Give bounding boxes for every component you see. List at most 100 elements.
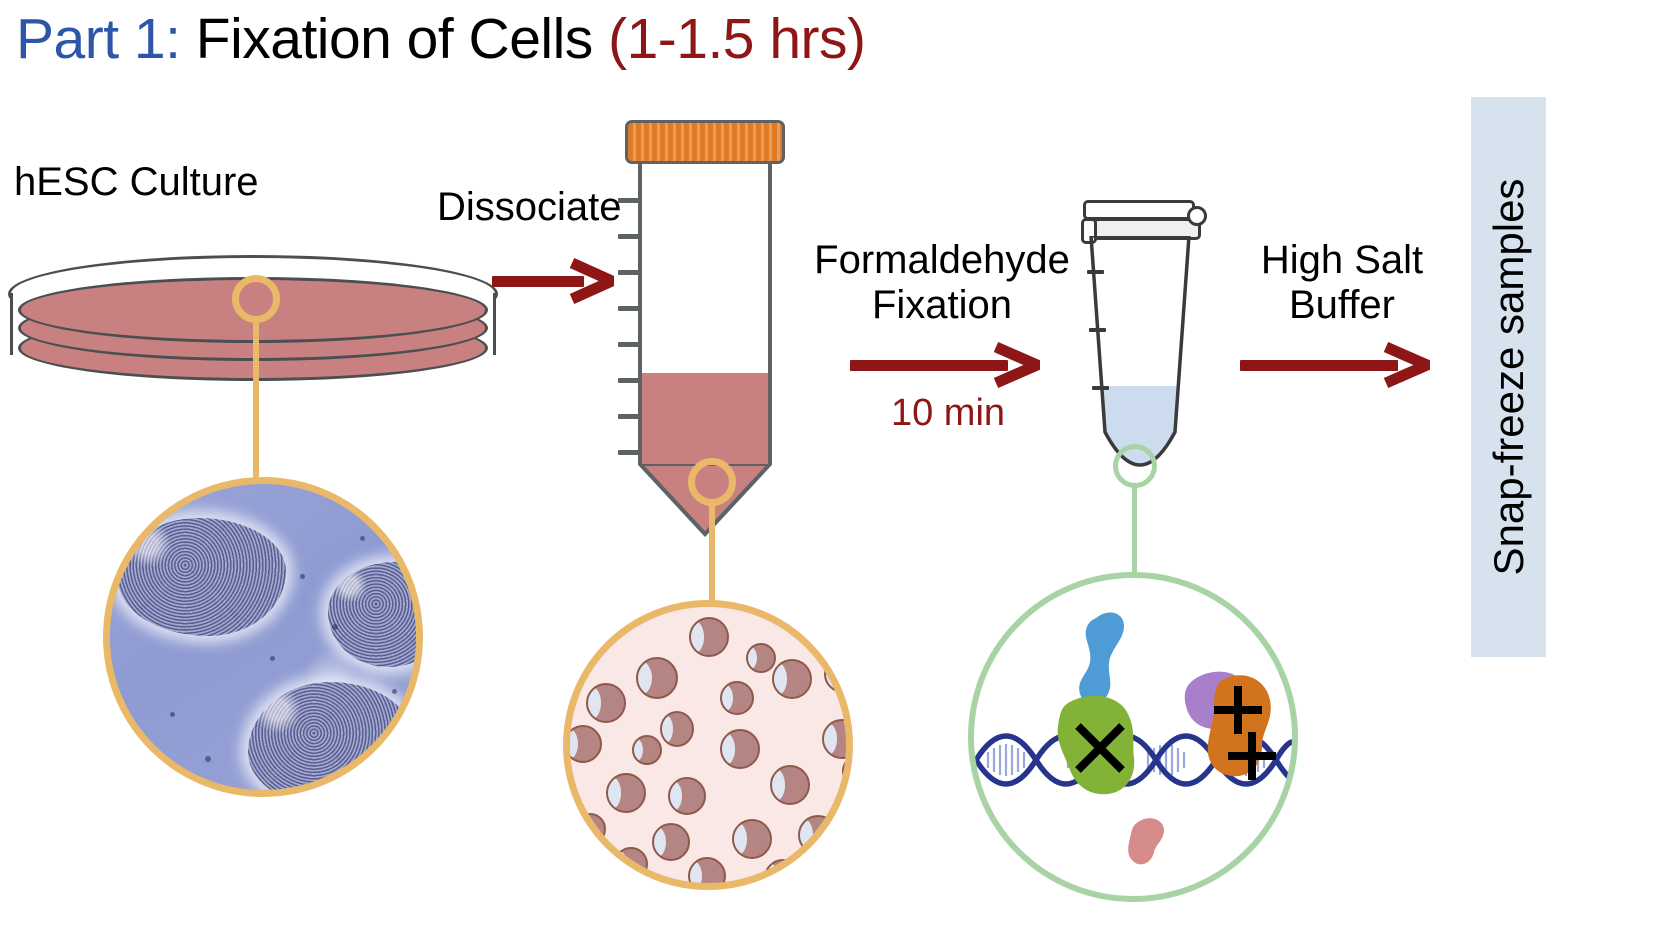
cell-highlight <box>794 607 805 634</box>
tube-graduation-tick <box>618 306 640 311</box>
arrowhead-icon <box>993 342 1040 388</box>
cell-highlight <box>570 728 579 760</box>
crosslink-plus-lower <box>1228 732 1276 780</box>
tube-graduation-tick <box>618 234 640 239</box>
cell-highlight <box>670 780 683 812</box>
cell-highlight <box>690 860 703 883</box>
cell-highlight <box>748 646 758 670</box>
micrograph-speck <box>270 656 275 661</box>
label-high-salt-line2: Buffer <box>1289 282 1395 327</box>
dissociated-cell <box>822 719 846 759</box>
label-formaldehyde: Formaldehyde Fixation <box>806 238 1078 328</box>
tube-callout-line <box>709 503 715 605</box>
protein-salmon <box>1128 818 1164 865</box>
dissociated-cell <box>732 819 772 859</box>
tube-graduation-tick <box>618 198 640 203</box>
dissociated-cell <box>606 773 646 813</box>
tube-liquid-body <box>642 373 768 464</box>
dissociated-cell <box>772 659 812 699</box>
micrograph-speck <box>332 624 338 630</box>
micrograph-speck <box>300 574 305 579</box>
title-subject: Fixation of Cells <box>180 7 609 71</box>
cell-highlight <box>722 732 735 766</box>
page-title: Part 1: Fixation of Cells (1-1.5 hrs) <box>16 6 866 72</box>
dish-callout-line <box>253 320 259 482</box>
epp-graduation-tick <box>1092 386 1109 390</box>
dissociated-cell <box>632 735 662 765</box>
title-duration: (1-1.5 hrs) <box>608 7 866 71</box>
tube-graduation-tick <box>618 270 640 275</box>
label-high-salt: High Salt Buffer <box>1238 238 1446 328</box>
hesc-micrograph <box>103 477 423 797</box>
tube-graduation-tick <box>618 342 640 347</box>
colony-1 <box>118 518 286 636</box>
dissociated-cell <box>660 711 694 747</box>
tube-lid-hinge-icon <box>1187 206 1207 226</box>
tube-graduation-tick <box>618 414 640 419</box>
micrograph-speck <box>205 756 211 762</box>
cell-highlight <box>654 826 667 858</box>
arrowhead-icon <box>1383 342 1430 388</box>
epp-callout-line <box>1132 486 1137 576</box>
crosslink-plus-upper <box>1214 686 1262 734</box>
cell-highlight <box>691 620 704 654</box>
snap-freeze-panel: Snap-freeze samples <box>1471 97 1546 657</box>
epp-graduation-tick <box>1089 328 1106 332</box>
cell-highlight <box>608 776 621 810</box>
protein-blue <box>1079 612 1124 703</box>
dissociated-cell <box>688 857 726 883</box>
arrow-high-salt <box>1240 342 1430 388</box>
tube-graduation-tick <box>618 378 640 383</box>
dissociated-cell <box>636 657 678 699</box>
dish-callout-ring <box>232 275 280 323</box>
dissociated-cell <box>792 607 826 637</box>
cell-highlight <box>734 822 747 856</box>
arrow-dissociate <box>492 258 614 304</box>
cell-highlight <box>638 660 652 696</box>
tube-cap <box>625 120 785 164</box>
cell-highlight <box>846 810 853 839</box>
dissociated-cell <box>798 815 838 855</box>
dissociated-cell <box>828 853 846 883</box>
colony-3 <box>248 682 413 790</box>
dissociated-cell <box>764 859 802 883</box>
dissociated-cell <box>824 655 846 693</box>
cell-highlight <box>722 684 733 712</box>
cell-highlight <box>830 856 841 883</box>
label-dissociate: Dissociate <box>437 185 622 229</box>
cell-highlight <box>772 768 785 802</box>
label-formaldehyde-line2: Fixation <box>871 282 1013 327</box>
tube-callout-ring <box>688 458 736 506</box>
micrograph-speck <box>360 536 365 541</box>
cell-highlight <box>774 662 787 696</box>
cell-highlight <box>576 816 587 842</box>
dissociated-cell <box>586 683 626 723</box>
dissociated-cell <box>720 681 754 715</box>
dissociated-cell <box>668 777 706 815</box>
dissociated-cells-view <box>563 600 853 890</box>
cell-highlight <box>616 850 627 878</box>
dissociated-cell <box>574 813 606 845</box>
micrograph-speck <box>170 712 175 717</box>
cell-highlight <box>844 758 846 784</box>
cell-highlight <box>826 658 839 690</box>
cell-highlight <box>588 686 601 720</box>
label-formaldehyde-line1: Formaldehyde <box>814 238 1070 282</box>
crosslink-x-green <box>1075 723 1125 773</box>
dissociated-cell <box>770 765 810 805</box>
dissociated-cell <box>714 889 746 890</box>
dissociated-cell <box>689 617 729 657</box>
cell-highlight <box>824 722 837 756</box>
label-hesc-culture: hESC Culture <box>14 160 259 204</box>
title-part: Part 1: <box>16 7 181 71</box>
cell-highlight <box>800 818 813 852</box>
cell-highlight <box>662 714 673 744</box>
label-snap-freeze: Snap-freeze samples <box>1484 178 1532 576</box>
label-formaldehyde-time: 10 min <box>890 392 1006 434</box>
dissociated-cell <box>614 847 648 881</box>
epp-callout-ring <box>1113 444 1157 488</box>
dissociated-cell <box>720 729 760 769</box>
micrograph-speck <box>392 689 397 694</box>
arrowhead-icon <box>569 258 614 304</box>
tube-graduation-tick <box>618 450 640 455</box>
